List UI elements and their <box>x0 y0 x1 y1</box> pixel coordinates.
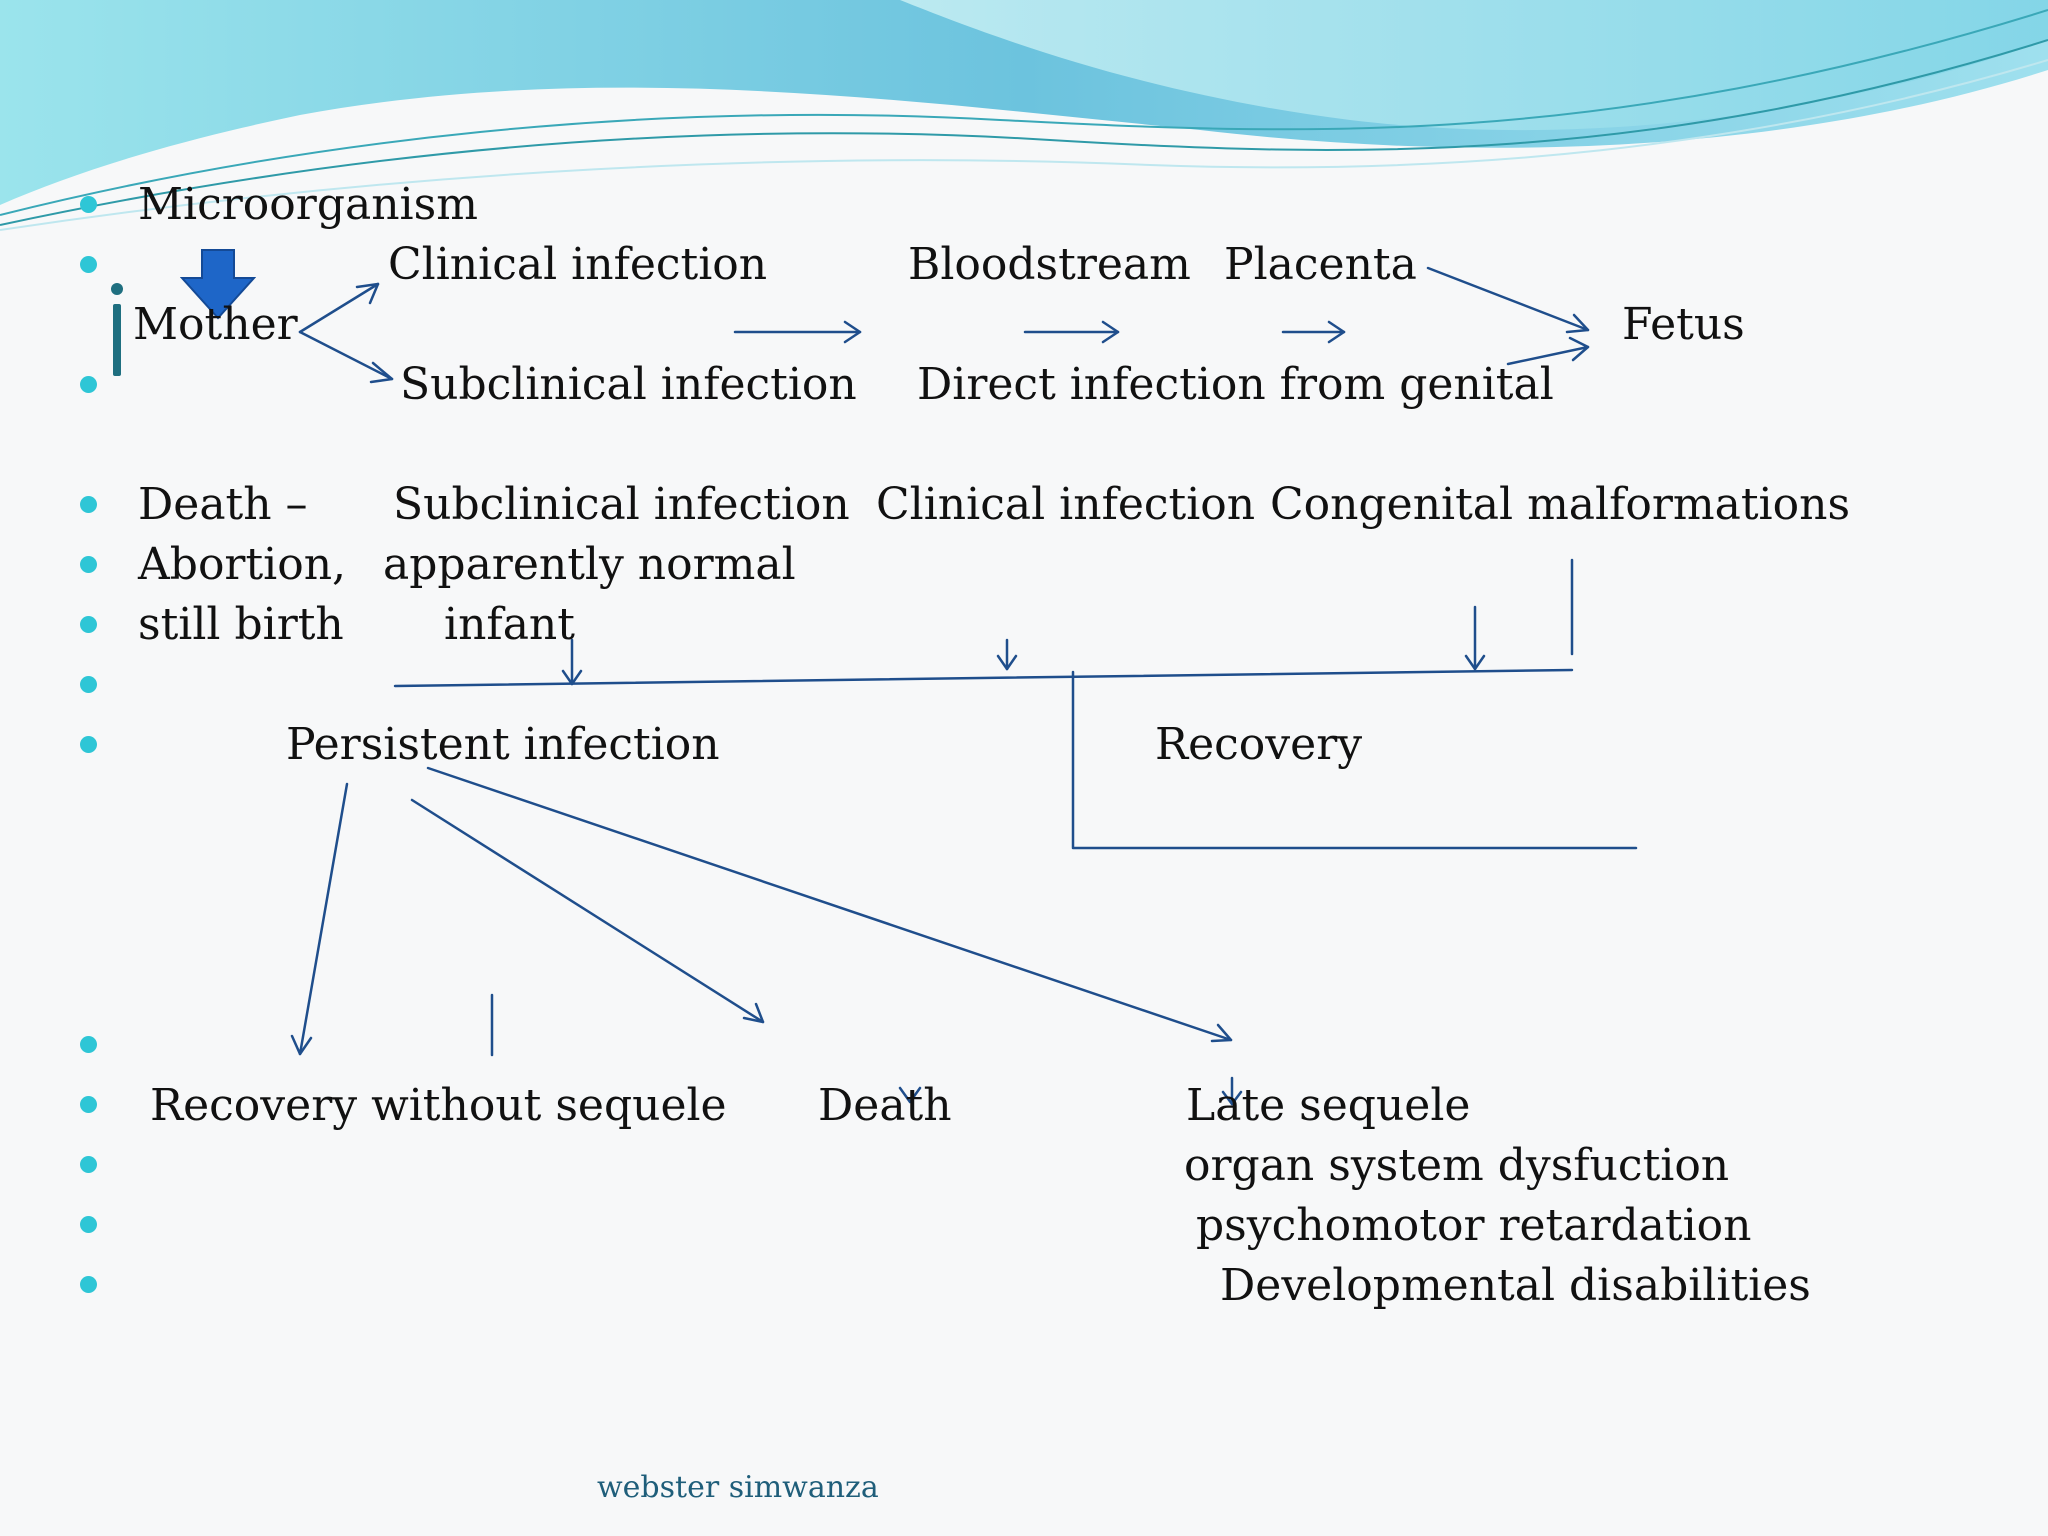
arrowhead <box>369 361 394 384</box>
subclinical-infection-mid-label: Subclinical infection <box>393 479 850 530</box>
arrowhead <box>996 654 1018 671</box>
arrowhead-death <box>898 1086 922 1104</box>
developmental-disabilities-label: Developmental disabilities <box>1220 1260 1811 1311</box>
clinical-infection-mid-label: Clinical infection <box>876 479 1256 530</box>
arrow-placenta-to-fetus <box>1426 266 1590 332</box>
organ-dysfunction-label: organ system dysfuction <box>1184 1140 1730 1191</box>
arrow-genital-to-fetus <box>1506 345 1590 366</box>
death-dash-label: Death – <box>138 479 308 530</box>
arrowhead <box>742 1002 765 1024</box>
placenta-label: Placenta <box>1224 239 1417 290</box>
down-arrow-icon <box>180 249 256 320</box>
bullet <box>80 616 97 633</box>
abortion-label: Abortion, <box>138 539 347 590</box>
subclinical-infection-label: Subclinical infection <box>400 359 857 410</box>
apparently-normal-label: apparently normal <box>383 539 796 590</box>
bloodstream-label: Bloodstream <box>908 239 1191 290</box>
recovery-bracket <box>1071 670 1638 850</box>
footer-author: webster simwanza <box>597 1470 879 1505</box>
recovery-label: Recovery <box>1155 719 1363 770</box>
recovery-without-sequele-label: Recovery without sequele <box>150 1080 727 1131</box>
arrowhead <box>1210 1023 1233 1043</box>
bullet <box>80 1276 97 1293</box>
bullet <box>80 1096 97 1113</box>
infant-label: infant <box>444 599 575 650</box>
mother-label: Mother <box>133 299 298 350</box>
arrowhead <box>1565 313 1590 334</box>
bullet <box>80 376 97 393</box>
arrowhead <box>290 1034 313 1056</box>
still-birth-label: still birth <box>138 599 344 650</box>
arrowhead <box>1101 320 1120 344</box>
fetus-label: Fetus <box>1622 299 1745 350</box>
wave-header <box>0 0 2048 231</box>
arrow-to-recovery-without-sequele <box>298 782 349 1056</box>
congenital-malformations-label: Congenital malformations <box>1270 479 1851 530</box>
bullet <box>80 556 97 573</box>
bullet <box>80 1216 97 1233</box>
arrowhead <box>355 282 380 305</box>
clinical-infection-label: Clinical infection <box>388 239 768 290</box>
arrow-to-late-sequele <box>426 766 1233 1042</box>
microorganism-label: Microorganism <box>138 179 478 230</box>
death-label: Death <box>818 1080 952 1131</box>
text-cursor-icon <box>111 283 123 376</box>
arrowhead <box>1221 1090 1243 1106</box>
arrowhead <box>1327 320 1346 344</box>
bullet <box>80 196 97 213</box>
bullet <box>80 1036 97 1053</box>
bullet <box>80 256 97 273</box>
arrow-to-subclinical <box>298 330 394 381</box>
direct-infection-label: Direct infection from genital <box>917 359 1554 410</box>
bullet <box>80 1156 97 1173</box>
arrow-to-death <box>410 798 765 1024</box>
arrow-to-clinical <box>298 282 380 334</box>
arrowhead <box>843 320 862 344</box>
arrowhead <box>1568 336 1590 362</box>
bullet <box>80 496 97 513</box>
late-sequele-label: Late sequele <box>1186 1080 1471 1131</box>
horizontal-join-line <box>393 668 1574 688</box>
persistent-infection-label: Persistent infection <box>286 719 720 770</box>
psychomotor-retardation-label: psychomotor retardation <box>1196 1200 1752 1251</box>
bullet <box>80 676 97 693</box>
arrowhead <box>1464 654 1486 671</box>
bullet <box>80 736 97 753</box>
